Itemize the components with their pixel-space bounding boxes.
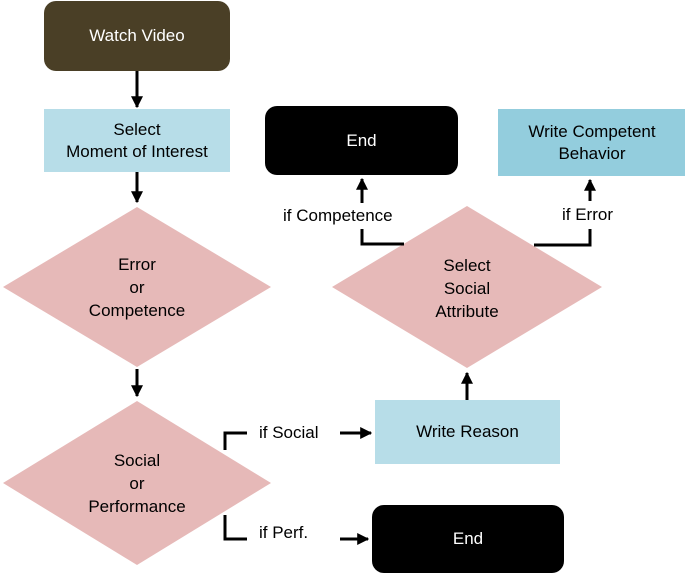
write-competent-behavior-node: Write Competent Behavior [498,109,685,176]
error-line: Error [118,254,156,274]
edge-label-if-social: if Social [259,423,319,442]
decision-select-social-attribute: Select Social Attribute [387,253,547,323]
end-node-top: End [265,106,458,175]
end-bottom-label: End [452,529,484,548]
write-competent-line-2: Behavior [558,143,626,163]
end-node-bottom: End [372,505,564,573]
decision-social-or-performance-shape [3,401,271,565]
decision-social-or-performance: Social or Performance [57,448,217,518]
performance-line: Performance [88,496,186,516]
attribute-line: Attribute [435,301,499,321]
select-line: Select [443,255,491,275]
or-line: or [129,277,145,297]
or-line: or [129,473,145,493]
select-moment-node: Select Moment of Interest [44,109,230,172]
edge-label-if-error: if Error [562,205,613,224]
social-line: Social [113,450,161,470]
write-reason-node: Write Reason [375,400,560,464]
social-line: Social [443,278,491,298]
decision-error-or-competence: Error or Competence [57,252,217,322]
end-top-label: End [346,130,377,150]
edge-label-if-competence: if Competence [283,206,393,225]
connector-if-perf [223,515,247,541]
decision-error-or-competence-shape [3,207,271,367]
select-moment-line-2: Moment of Interest [66,141,208,161]
connector-if-competence [360,229,404,246]
select-moment-line-1: Select [113,119,161,139]
write-reason-label: Write Reason [416,422,519,441]
write-competent-line-1: Write Competent [528,121,656,141]
connector-if-social [223,431,247,450]
edge-label-if-perf: if Perf. [259,523,309,542]
watch-video-label: Watch Video [89,26,185,45]
connector-if-error [534,229,592,247]
watch-video-node: Watch Video [44,1,230,71]
competence-line: Competence [88,300,186,320]
